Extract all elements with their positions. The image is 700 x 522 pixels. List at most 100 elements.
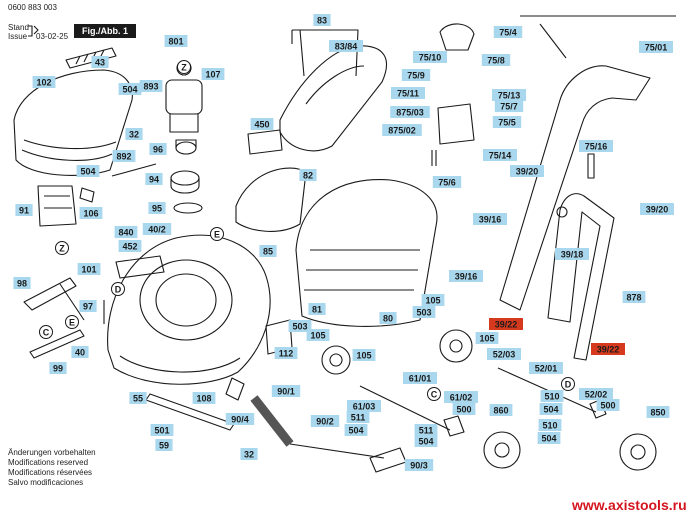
callout-box bbox=[489, 404, 513, 416]
callout-box bbox=[118, 240, 142, 252]
callout-102: 102 bbox=[32, 76, 56, 88]
callout-label: 504 bbox=[80, 167, 95, 177]
callout-box bbox=[32, 76, 56, 88]
callout-box bbox=[493, 26, 523, 38]
callout-box bbox=[432, 176, 462, 188]
callout-box bbox=[449, 270, 483, 282]
callout-box bbox=[112, 150, 136, 162]
callout-Z2: Z bbox=[55, 241, 69, 255]
callout-801: 801 bbox=[164, 35, 188, 47]
callout-box bbox=[274, 347, 298, 359]
callout-box bbox=[79, 207, 103, 219]
callout-box bbox=[579, 388, 613, 400]
callout-label: 75/16 bbox=[585, 142, 608, 152]
callout-75_5: 75/5 bbox=[492, 116, 522, 128]
callout-D2: D bbox=[561, 377, 575, 391]
callout-box bbox=[639, 41, 673, 53]
callout-label: 91 bbox=[19, 206, 29, 216]
callout-circle bbox=[561, 377, 575, 391]
callout-box bbox=[391, 87, 425, 99]
callout-box bbox=[404, 459, 434, 471]
callout-box bbox=[540, 390, 564, 402]
callout-39_16b: 39/16 bbox=[449, 270, 483, 282]
callout-108: 108 bbox=[192, 392, 216, 404]
callout-box bbox=[452, 403, 476, 415]
part-90-3 bbox=[369, 447, 407, 473]
callout-label: 106 bbox=[83, 209, 98, 219]
part-81-grassbox bbox=[295, 179, 438, 327]
callout-500a: 500 bbox=[452, 403, 476, 415]
callout-box bbox=[421, 294, 445, 306]
part-99-strap bbox=[29, 329, 85, 359]
callout-label: 850 bbox=[650, 408, 665, 418]
callout-875_03: 875/03 bbox=[390, 106, 430, 118]
callout-box bbox=[145, 173, 163, 185]
callout-box bbox=[308, 303, 326, 315]
callout-label: 55 bbox=[133, 394, 143, 404]
callout-box bbox=[79, 300, 97, 312]
callout-circle bbox=[55, 241, 69, 255]
part-98-lever bbox=[23, 277, 77, 311]
callout-504d: 504 bbox=[414, 435, 438, 447]
callout-label: 450 bbox=[254, 120, 269, 130]
callout-43: 43 bbox=[91, 56, 109, 68]
callout-box bbox=[475, 332, 499, 344]
callout-box bbox=[15, 204, 33, 216]
callout-90_1: 90/1 bbox=[271, 385, 301, 397]
callout-500b: 500 bbox=[596, 399, 620, 411]
callout-105d: 105 bbox=[475, 332, 499, 344]
callout-C2: C bbox=[427, 387, 441, 401]
callout-892: 892 bbox=[112, 150, 136, 162]
part-801-motor bbox=[165, 79, 203, 115]
callout-box bbox=[240, 448, 258, 460]
callout-box bbox=[403, 372, 437, 384]
callout-90_4: 90/4 bbox=[225, 413, 255, 425]
callout-112: 112 bbox=[274, 347, 298, 359]
callout-box bbox=[346, 411, 370, 423]
callout-box bbox=[149, 143, 167, 155]
callout-875_02: 875/02 bbox=[382, 124, 422, 136]
part-94-fan bbox=[170, 170, 200, 186]
callout-box bbox=[401, 69, 431, 81]
callout-59: 59 bbox=[155, 439, 173, 451]
callout-box bbox=[344, 424, 368, 436]
callout-label: 107 bbox=[205, 70, 220, 80]
callout-box bbox=[271, 385, 301, 397]
callout-label: D bbox=[115, 285, 122, 295]
callout-box bbox=[596, 399, 620, 411]
callout-box bbox=[129, 392, 147, 404]
callout-label: 840 bbox=[118, 228, 133, 238]
callout-55: 55 bbox=[129, 392, 147, 404]
figure-label: Fig./Abb. 1 bbox=[74, 24, 136, 38]
part-90-2-rod bbox=[289, 443, 385, 459]
callout-label: 75/5 bbox=[498, 118, 516, 128]
callout-label: 32 bbox=[244, 450, 254, 460]
callout-107: 107 bbox=[201, 68, 225, 80]
callout-label: 39/16 bbox=[455, 272, 478, 282]
callout-circle bbox=[111, 282, 125, 296]
callout-box bbox=[646, 406, 670, 418]
callout-label: 860 bbox=[493, 406, 508, 416]
callout-105a: 105 bbox=[306, 329, 330, 341]
callout-box bbox=[579, 140, 613, 152]
callout-label: 52/01 bbox=[535, 364, 558, 374]
callout-box bbox=[591, 343, 625, 355]
callout-label: 52/02 bbox=[585, 390, 608, 400]
callout-box bbox=[310, 415, 340, 427]
callout-75_10: 75/10 bbox=[413, 51, 447, 63]
callout-label: 39/16 bbox=[479, 215, 502, 225]
callout-label: 90/3 bbox=[410, 461, 428, 471]
part-75-4-switch bbox=[439, 23, 475, 51]
callout-label: 99 bbox=[53, 364, 63, 374]
callout-Z1: Z bbox=[177, 60, 191, 74]
callout-box bbox=[288, 320, 312, 332]
callout-box bbox=[382, 124, 422, 136]
callout-circle bbox=[39, 325, 53, 339]
callout-box bbox=[139, 80, 163, 92]
callout-75_7: 75/7 bbox=[494, 100, 524, 112]
callout-box bbox=[313, 14, 331, 26]
document-code: 0600 883 003 bbox=[8, 3, 57, 12]
part-450-filter bbox=[247, 129, 283, 155]
callout-label: 105 bbox=[479, 334, 494, 344]
callout-label: 504 bbox=[418, 437, 433, 447]
